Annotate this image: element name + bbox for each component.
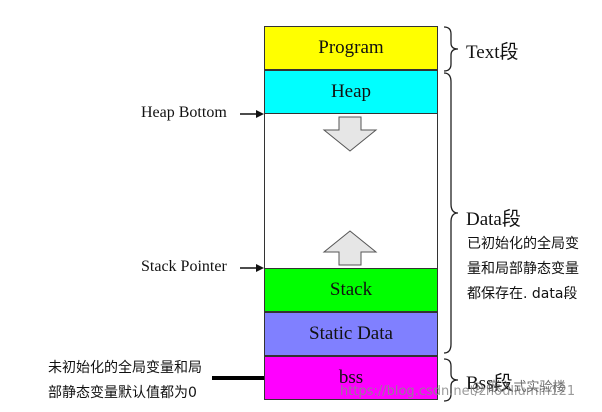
- wechat-icon: ◎: [472, 380, 484, 395]
- bss-note-line-1: 未初始化的全局变量和局: [48, 360, 202, 376]
- heap-bottom-arrow-icon: [240, 110, 264, 118]
- text-brace-icon: [443, 26, 459, 72]
- bss-brace-icon: [443, 358, 459, 402]
- text-segment-label: Text段: [466, 42, 519, 63]
- program-segment: Program: [264, 26, 438, 70]
- heap-label: Heap: [330, 81, 372, 102]
- stack-pointer-arrow-icon: [240, 264, 264, 272]
- static-data-segment: Static Data: [264, 312, 438, 356]
- data-brace-icon: [443, 72, 459, 354]
- data-note-line-1: 已初始化的全局变: [467, 236, 579, 252]
- stack-segment: Stack: [264, 268, 438, 312]
- data-segment-label: Data段: [466, 209, 521, 230]
- bss-note-line-2: 部静态变量默认值都为0: [48, 385, 197, 401]
- stack-label: Stack: [329, 279, 373, 300]
- watermark-url: https://blog.csdn.net/zhouliumin121: [340, 384, 576, 399]
- data-note: 已初始化的全局变 量和局部静态变量 都保存在. data段: [467, 232, 579, 307]
- stack-growth-arrow-icon: [322, 230, 378, 266]
- watermark-brand: ◎ 嵌入式实验楼: [472, 376, 566, 395]
- data-note-line-3: 都保存在. data段: [467, 286, 578, 302]
- data-note-line-2: 量和局部静态变量: [467, 261, 579, 277]
- stack-pointer-label: Stack Pointer: [141, 258, 227, 275]
- bss-segment-label: Bss段: [466, 373, 513, 394]
- bss-note-connector: [212, 376, 264, 380]
- bss-note: 未初始化的全局变量和局 部静态变量默认值都为0: [48, 356, 202, 406]
- bss-label: bss: [338, 367, 364, 388]
- heap-bottom-label: Heap Bottom: [141, 104, 227, 121]
- heap-segment: Heap: [264, 70, 438, 114]
- program-label: Program: [318, 37, 384, 58]
- watermark-brand-text: 嵌入式实验楼: [487, 380, 566, 395]
- heap-growth-arrow-icon: [322, 116, 378, 152]
- static-data-label: Static Data: [309, 323, 393, 344]
- bss-segment: bss: [264, 356, 438, 400]
